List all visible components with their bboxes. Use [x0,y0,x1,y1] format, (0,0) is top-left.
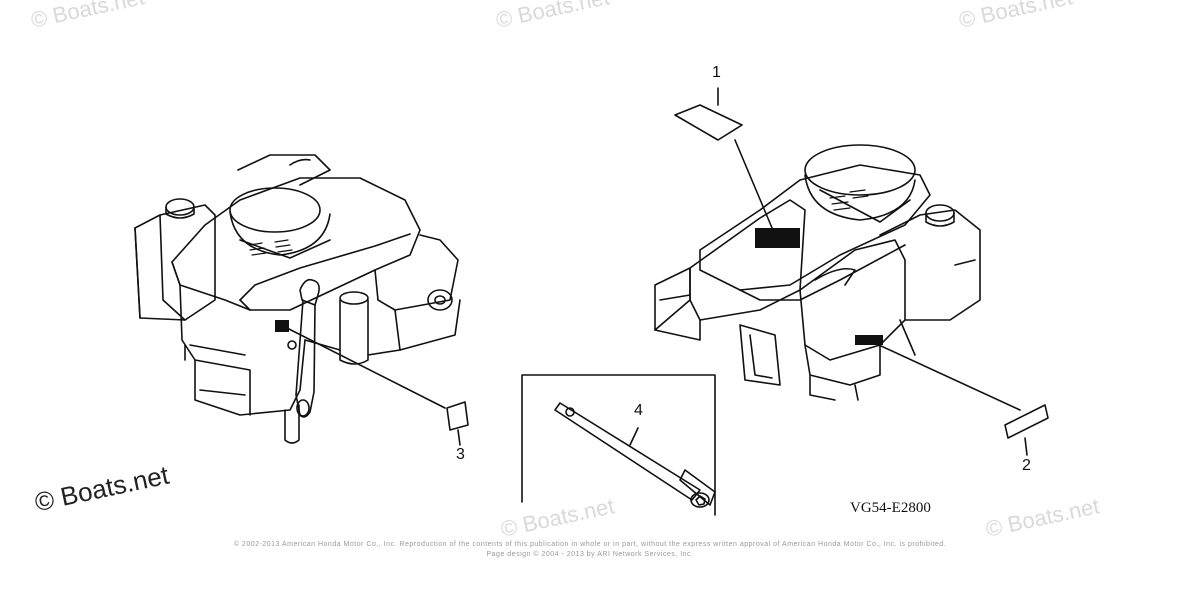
leader-line-2 [867,339,1021,411]
leader-line-4 [629,427,639,446]
callout-4[interactable]: 4 [634,402,643,419]
callout-2[interactable]: 2 [1022,457,1031,474]
page-design-text: Page design © 2004 - 2013 by ARI Network… [486,551,694,558]
callout-1[interactable]: 1 [712,64,721,81]
diagram-code: VG54-E2800 [850,500,931,516]
copyright-text: © 2002-2013 American Honda Motor Co., In… [233,541,947,548]
label-part-1 [674,104,743,141]
callout-tick-2 [1024,437,1028,456]
label-part-3 [446,401,469,431]
tool-box [521,374,716,516]
leader-line-1 [734,139,776,236]
label-part-2 [1004,404,1049,439]
callout-3[interactable]: 3 [456,446,465,463]
leader-line-3 [286,327,446,409]
engine-right [654,144,981,401]
engine-left [134,154,461,444]
callout-tick-3 [457,429,461,446]
